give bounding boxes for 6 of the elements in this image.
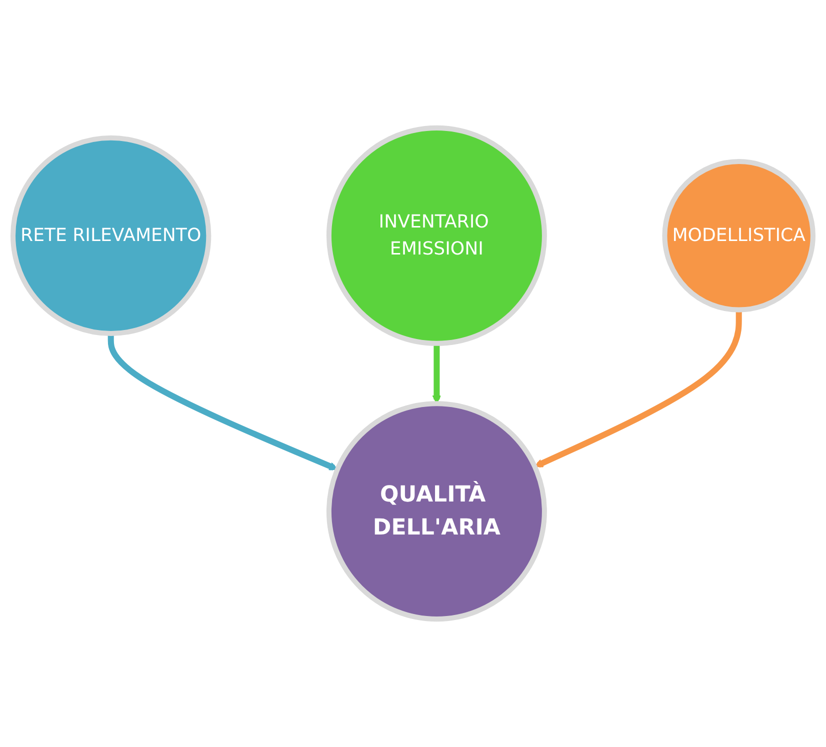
node-circle: INVENTARIO EMISSIONI: [326, 125, 547, 346]
node-circle: QUALITÀ DELL'ARIA: [326, 401, 547, 622]
arrow: [534, 310, 742, 468]
node-circle: MODELLISTICA: [662, 159, 816, 312]
node-circle: RETE RILEVAMENTO: [10, 135, 212, 336]
arrow: [108, 334, 338, 471]
